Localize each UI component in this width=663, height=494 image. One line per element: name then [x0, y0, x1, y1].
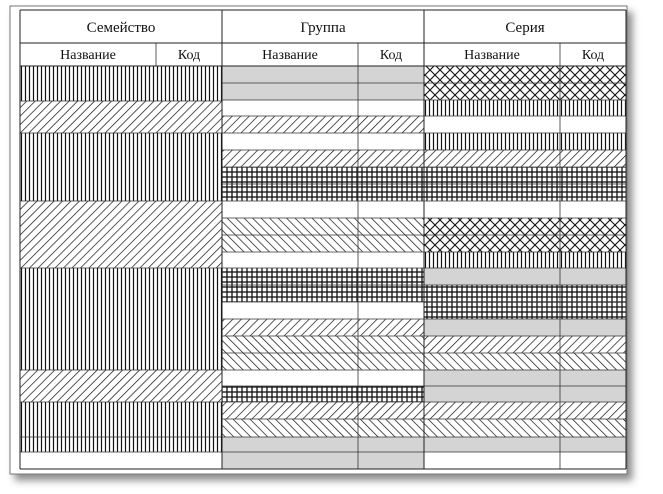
series-band-16 [424, 336, 626, 353]
table-gridlines [19, 9, 627, 470]
table-body [20, 66, 626, 469]
series-band-20 [424, 419, 626, 437]
group-header-3: Серия [505, 20, 544, 36]
group-band-20 [222, 437, 424, 452]
family-band-4 [20, 201, 222, 268]
family-band-end [20, 452, 222, 469]
series-band-1 [424, 66, 626, 83]
family-band-3 [20, 133, 222, 201]
series-band-9 [424, 201, 626, 218]
series-band-11 [424, 252, 626, 268]
group-band-6 [222, 167, 424, 184]
group-band-8 [222, 201, 424, 218]
column-header-code: Код [582, 48, 604, 63]
group-band-18 [222, 402, 424, 419]
column-header-name: Название [262, 48, 318, 63]
group-band-5 [222, 150, 424, 167]
group-band-19 [222, 419, 424, 437]
family-band-6 [20, 370, 222, 402]
column-header-code: Код [178, 48, 200, 63]
group-header-1: Семейство [87, 20, 156, 36]
group-band-10 [222, 252, 424, 268]
series-band-22 [424, 452, 626, 469]
series-band-17 [424, 353, 626, 370]
group-band-3 [222, 116, 424, 133]
group-band-17 [222, 386, 424, 402]
series-band-2 [424, 83, 626, 100]
group-band-16 [222, 370, 424, 386]
group-band-14 [222, 319, 424, 336]
series-band-5 [424, 133, 626, 150]
series-band-15 [424, 319, 626, 336]
series-band-8 [424, 184, 626, 201]
series-band-13 [424, 285, 626, 302]
column-header-name: Название [464, 48, 520, 63]
family-band-1 [20, 66, 222, 101]
family-band-5 [20, 268, 222, 370]
series-band-6 [424, 150, 626, 167]
column-header-code: Код [380, 48, 402, 63]
group-band-11 [222, 268, 424, 285]
series-band-3 [424, 100, 626, 116]
family-band-7 [20, 402, 222, 437]
family-band-2 [20, 101, 222, 133]
group-band-4 [222, 133, 424, 150]
column-header-name: Название [60, 48, 116, 63]
series-band-14 [424, 302, 626, 319]
group-band-21 [222, 452, 424, 469]
group-band-2 [222, 100, 424, 116]
series-band-7 [424, 167, 626, 184]
group-band-13 [222, 302, 424, 319]
series-band-21 [424, 437, 626, 452]
group-band-12 [222, 285, 424, 302]
group-header-2: Группа [300, 20, 346, 36]
series-band-12 [424, 268, 626, 285]
group-band-7 [222, 184, 424, 201]
series-band-19 [424, 402, 626, 419]
series-band-4 [424, 116, 626, 133]
